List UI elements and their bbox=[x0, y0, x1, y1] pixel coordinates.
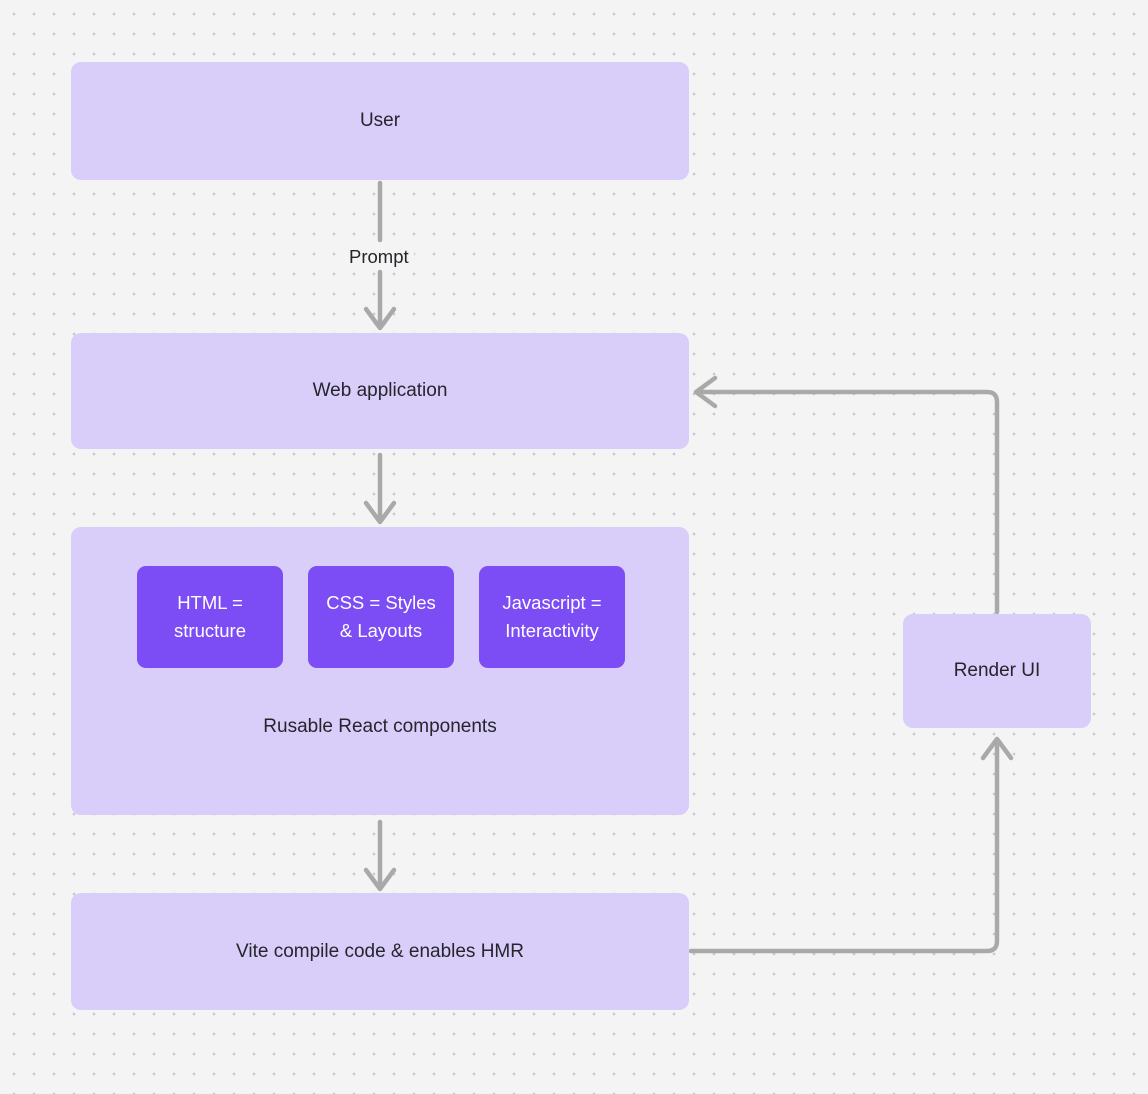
node-javascript[interactable]: Javascript =Interactivity bbox=[479, 566, 625, 668]
edge-webapp-to-components bbox=[363, 452, 397, 525]
arrowhead-up-icon bbox=[980, 736, 1014, 761]
node-render-ui-label: Render UI bbox=[953, 660, 1041, 682]
node-web-application[interactable]: Web application bbox=[71, 333, 689, 449]
node-html-label: HTML =structure bbox=[174, 591, 246, 641]
arrowhead-down-icon bbox=[363, 500, 397, 525]
edge-render-to-webapp bbox=[693, 375, 1000, 615]
inner-node-row: HTML =structure CSS = Styles& Layouts Ja… bbox=[137, 566, 625, 668]
node-css-label: CSS = Styles& Layouts bbox=[326, 591, 436, 641]
node-vite[interactable]: Vite compile code & enables HMR bbox=[71, 893, 689, 1010]
edge-label-prompt: Prompt bbox=[344, 246, 414, 268]
edge-components-to-vite bbox=[363, 819, 397, 892]
node-html[interactable]: HTML =structure bbox=[137, 566, 283, 668]
arrowhead-down-icon bbox=[363, 306, 397, 331]
arrowhead-left-icon bbox=[693, 375, 718, 409]
node-vite-label: Vite compile code & enables HMR bbox=[236, 940, 524, 962]
node-user[interactable]: User bbox=[71, 62, 689, 180]
node-react-components[interactable]: HTML =structure CSS = Styles& Layouts Ja… bbox=[71, 527, 689, 815]
node-css[interactable]: CSS = Styles& Layouts bbox=[308, 566, 454, 668]
node-javascript-label: Javascript =Interactivity bbox=[502, 591, 602, 641]
node-render-ui[interactable]: Render UI bbox=[903, 614, 1091, 728]
node-user-label: User bbox=[359, 110, 401, 132]
edge-segment bbox=[694, 389, 1000, 615]
node-react-components-caption: Rusable React components bbox=[263, 716, 497, 737]
node-web-application-label: Web application bbox=[312, 380, 448, 402]
arrowhead-down-icon bbox=[363, 867, 397, 892]
edge-vite-to-render bbox=[688, 736, 1014, 954]
edge-segment bbox=[688, 737, 1000, 954]
